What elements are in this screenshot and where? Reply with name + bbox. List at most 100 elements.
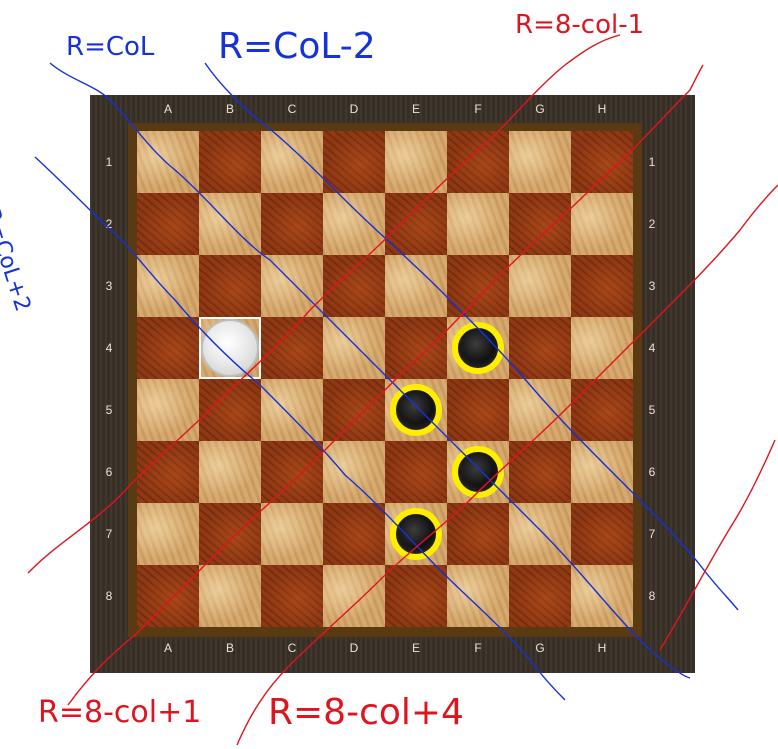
annotation-r-eq-8-col-plus-1: R=8-col+1 <box>38 695 202 730</box>
white-piece-b4[interactable] <box>199 317 261 379</box>
square-f8[interactable] <box>447 565 509 627</box>
square-b3[interactable] <box>199 255 261 317</box>
square-f5[interactable] <box>447 379 509 441</box>
square-a1[interactable] <box>137 131 199 193</box>
row-label-right-4: 4 <box>648 341 656 355</box>
annotation-r-eq-col-plus-2: R=CoL+2 <box>0 205 36 315</box>
square-e4[interactable] <box>385 317 447 379</box>
square-h1[interactable] <box>571 131 633 193</box>
square-e8[interactable] <box>385 565 447 627</box>
col-label-bottom-e: E <box>411 641 420 655</box>
col-label-top-a: A <box>163 102 172 116</box>
square-h5[interactable] <box>571 379 633 441</box>
col-label-top-g: G <box>535 102 545 116</box>
col-label-top-c: C <box>287 102 297 116</box>
square-a8[interactable] <box>137 565 199 627</box>
row-label-right-6: 6 <box>648 465 656 479</box>
row-label-left-8: 8 <box>105 589 113 603</box>
black-piece-f4[interactable] <box>447 317 509 379</box>
square-f3[interactable] <box>447 255 509 317</box>
black-disc <box>390 384 442 436</box>
square-f1[interactable] <box>447 131 509 193</box>
square-d1[interactable] <box>323 131 385 193</box>
row-label-left-1: 1 <box>105 155 113 169</box>
square-b8[interactable] <box>199 565 261 627</box>
square-h3[interactable] <box>571 255 633 317</box>
square-d5[interactable] <box>323 379 385 441</box>
square-h7[interactable] <box>571 503 633 565</box>
col-label-bottom-h: H <box>597 641 607 655</box>
square-g4[interactable] <box>509 317 571 379</box>
black-piece-f6[interactable] <box>447 441 509 503</box>
square-e2[interactable] <box>385 193 447 255</box>
row-label-right-5: 5 <box>648 403 656 417</box>
row-label-left-5: 5 <box>105 403 113 417</box>
square-h4[interactable] <box>571 317 633 379</box>
square-d2[interactable] <box>323 193 385 255</box>
col-label-bottom-b: B <box>225 641 234 655</box>
square-f7[interactable] <box>447 503 509 565</box>
square-d4[interactable] <box>323 317 385 379</box>
square-h2[interactable] <box>571 193 633 255</box>
col-label-top-b: B <box>225 102 234 116</box>
row-label-left-6: 6 <box>105 465 113 479</box>
square-b1[interactable] <box>199 131 261 193</box>
square-g2[interactable] <box>509 193 571 255</box>
square-b6[interactable] <box>199 441 261 503</box>
square-c8[interactable] <box>261 565 323 627</box>
square-a7[interactable] <box>137 503 199 565</box>
square-b7[interactable] <box>199 503 261 565</box>
square-c6[interactable] <box>261 441 323 503</box>
black-piece-e7[interactable] <box>385 503 447 565</box>
row-label-left-7: 7 <box>105 527 113 541</box>
square-c7[interactable] <box>261 503 323 565</box>
annotation-r-eq-8-col-minus-1: R=8-col-1 <box>515 10 645 40</box>
row-label-right-8: 8 <box>648 589 656 603</box>
square-e1[interactable] <box>385 131 447 193</box>
square-f2[interactable] <box>447 193 509 255</box>
square-g7[interactable] <box>509 503 571 565</box>
square-g8[interactable] <box>509 565 571 627</box>
square-b2[interactable] <box>199 193 261 255</box>
square-e6[interactable] <box>385 441 447 503</box>
square-d8[interactable] <box>323 565 385 627</box>
row-label-right-1: 1 <box>648 155 656 169</box>
row-label-left-4: 4 <box>105 341 113 355</box>
square-g6[interactable] <box>509 441 571 503</box>
square-d3[interactable] <box>323 255 385 317</box>
annotation-r-eq-col: R=CoL <box>66 32 155 62</box>
square-a3[interactable] <box>137 255 199 317</box>
row-label-left-3: 3 <box>105 279 113 293</box>
annotation-r-eq-col-minus-2: R=CoL-2 <box>218 26 376 67</box>
black-piece-e5[interactable] <box>385 379 447 441</box>
square-a2[interactable] <box>137 193 199 255</box>
square-g1[interactable] <box>509 131 571 193</box>
col-label-bottom-d: D <box>349 641 359 655</box>
square-g3[interactable] <box>509 255 571 317</box>
square-c2[interactable] <box>261 193 323 255</box>
col-label-bottom-g: G <box>535 641 545 655</box>
square-b5[interactable] <box>199 379 261 441</box>
col-label-top-f: F <box>474 102 482 116</box>
annotation-r-eq-8-col-plus-4: R=8-col+4 <box>268 692 464 733</box>
square-e3[interactable] <box>385 255 447 317</box>
row-label-right-3: 3 <box>648 279 656 293</box>
black-disc <box>452 446 504 498</box>
square-d7[interactable] <box>323 503 385 565</box>
col-label-top-e: E <box>411 102 420 116</box>
square-c4[interactable] <box>261 317 323 379</box>
col-label-top-h: H <box>597 102 607 116</box>
col-label-bottom-f: F <box>474 641 482 655</box>
square-c5[interactable] <box>261 379 323 441</box>
square-d6[interactable] <box>323 441 385 503</box>
black-disc <box>390 508 442 560</box>
square-h8[interactable] <box>571 565 633 627</box>
square-a6[interactable] <box>137 441 199 503</box>
square-g5[interactable] <box>509 379 571 441</box>
col-label-bottom-c: C <box>287 641 297 655</box>
square-a4[interactable] <box>137 317 199 379</box>
square-a5[interactable] <box>137 379 199 441</box>
square-c3[interactable] <box>261 255 323 317</box>
square-c1[interactable] <box>261 131 323 193</box>
square-h6[interactable] <box>571 441 633 503</box>
